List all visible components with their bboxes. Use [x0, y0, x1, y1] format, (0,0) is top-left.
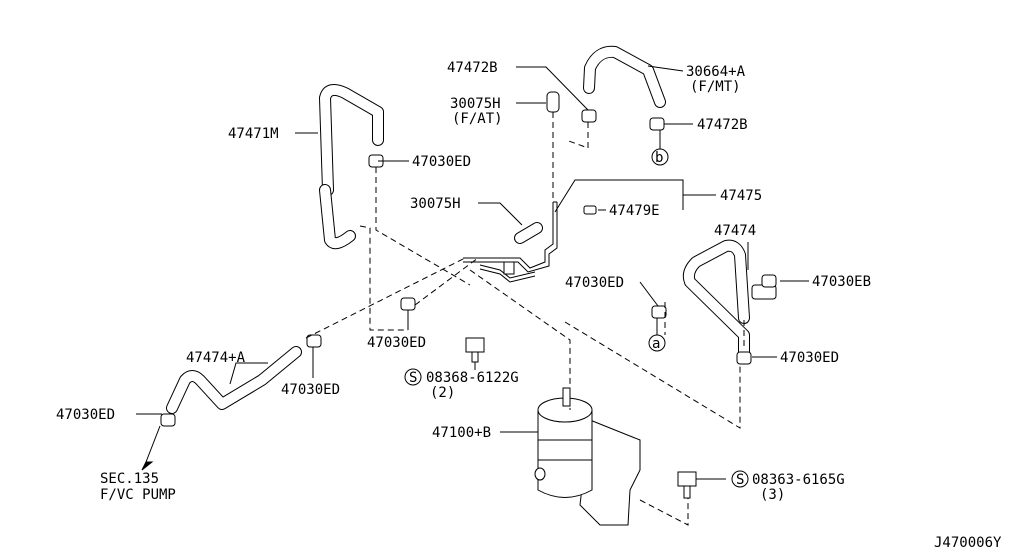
label-47030ED-left: 47030ED — [56, 407, 115, 423]
connector-47479E — [583, 205, 597, 215]
label-47474: 47474 — [714, 223, 756, 239]
clip-47030ED-center — [400, 297, 416, 311]
label-47479E: 47479E — [609, 203, 660, 219]
clip-47030ED-lower — [306, 334, 322, 348]
label-sec135: SEC.135 — [100, 471, 159, 487]
s-circle-2: S — [731, 470, 749, 488]
hose-30664A — [583, 45, 666, 108]
hose-47471M — [319, 83, 384, 250]
clip-47472B-top — [581, 109, 597, 123]
label-bolt-08363-qty: (3) — [760, 487, 785, 503]
s-circle-2-letter: S — [736, 472, 744, 488]
clip-47030EB — [751, 274, 777, 300]
label-30664A-sub: (F/MT) — [690, 79, 741, 95]
label-47030ED-top: 47030ED — [412, 154, 471, 170]
hose-30075H-mid — [514, 222, 543, 244]
s-circle-1-letter: S — [409, 370, 417, 386]
label-47474A: 47474+A — [186, 350, 246, 366]
label-47030ED-lower: 47030ED — [281, 382, 340, 398]
clip-47030ED-mid — [651, 305, 667, 319]
ref-circle-b: b — [651, 130, 669, 166]
ref-a-letter: a — [652, 336, 660, 352]
label-47030ED-mid: 47030ED — [565, 275, 624, 291]
ref-circle-a: a — [648, 318, 666, 352]
label-bolt-08368-qty: (2) — [430, 385, 455, 401]
hose-47474 — [682, 239, 750, 358]
ref-b-letter: b — [655, 150, 663, 166]
s-circle-1: S — [404, 368, 422, 386]
label-47472B-right: 47472B — [697, 117, 748, 133]
label-30075H-top-sub: (F/AT) — [452, 111, 503, 127]
label-47030ED-center: 47030ED — [367, 335, 426, 351]
label-sec135-sub: F/VC PUMP — [100, 487, 176, 503]
drawing-number: J470006Y — [934, 535, 1002, 551]
label-30075H-mid: 30075H — [410, 196, 461, 212]
routing-lines — [305, 112, 745, 526]
label-30075H-top: 30075H — [450, 96, 501, 112]
label-47100B: 47100+B — [432, 425, 491, 441]
label-bolt-08368: 08368-6122G — [426, 370, 519, 386]
label-47030ED-right: 47030ED — [780, 350, 839, 366]
cap-30075H-top — [546, 91, 560, 113]
canister-47100B — [534, 387, 641, 526]
label-47472B-top: 47472B — [447, 60, 498, 76]
label-30664A: 30664+A — [686, 64, 746, 80]
label-47030EB: 47030EB — [812, 274, 871, 290]
label-47475: 47475 — [720, 188, 762, 204]
label-bolt-08363: 08363-6165G — [752, 472, 845, 488]
clip-47030ED-left — [160, 413, 176, 427]
clip-47030ED-right — [736, 351, 752, 365]
bolt-08363 — [677, 471, 697, 499]
leader-lines — [136, 65, 809, 480]
clip-47472B-right — [649, 117, 665, 131]
bolt-08368 — [465, 337, 485, 363]
hose-47474A — [166, 346, 302, 414]
pipe-47475 — [463, 201, 558, 283]
label-47471M: 47471M — [228, 126, 279, 142]
